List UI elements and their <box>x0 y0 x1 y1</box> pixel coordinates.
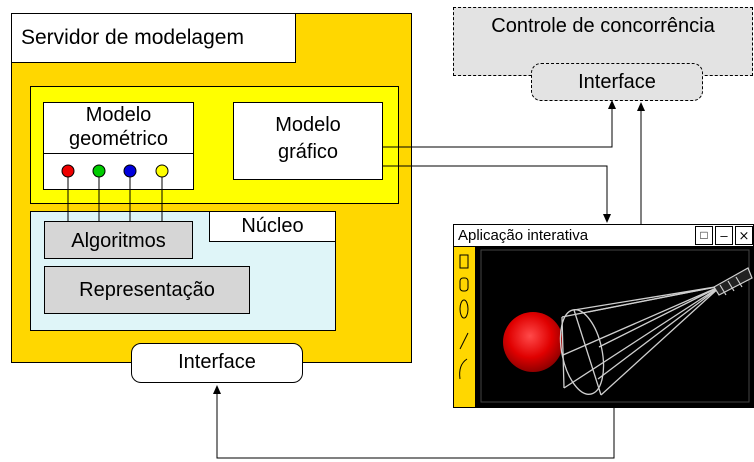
concurrency-control-title: Controle de concorrência <box>491 15 715 37</box>
modeling-server-title-box: Servidor de modelagem <box>11 13 296 63</box>
viewport-render[interactable] <box>476 247 753 407</box>
curve-tool-icon[interactable] <box>459 358 468 380</box>
maximize-button[interactable]: □ <box>695 226 713 245</box>
algorithms-box: Algoritmos <box>44 221 193 259</box>
minimize-button[interactable]: – <box>715 226 733 245</box>
wireframe-cone <box>559 285 722 396</box>
interactive-app-window: Aplicação interativa □ – ⨯ <box>453 224 754 408</box>
modeling-server-title: Servidor de modelagem <box>21 26 244 49</box>
port-dot <box>155 164 169 178</box>
graphic-to-app-arrow <box>383 165 611 223</box>
app-toolbar <box>454 247 476 407</box>
geometric-model-divider <box>44 153 193 154</box>
port-dot <box>61 164 75 178</box>
line-tool-icon[interactable] <box>459 332 469 350</box>
port-dot <box>92 164 106 178</box>
representation-box: Representação <box>44 266 250 314</box>
core-title: Núcleo <box>241 215 304 237</box>
rounded-rect-tool-icon[interactable] <box>459 277 469 292</box>
concurrency-interface-box: Interface <box>531 63 703 101</box>
geometric-model-label-line1: Modelo <box>85 104 152 126</box>
graphic-to-concurrency-arrow <box>383 100 616 148</box>
geometric-model-label-line2: geométrico <box>69 128 168 150</box>
port-dot <box>123 164 137 178</box>
ellipse-tool-icon[interactable] <box>459 299 469 319</box>
model-ports <box>61 164 169 221</box>
core-title-box: Núcleo <box>209 211 336 242</box>
app-window-titlebar: Aplicação interativa □ – ⨯ <box>454 225 753 247</box>
server-interface-label: Interface <box>178 351 256 373</box>
toolbar-icons <box>459 254 469 380</box>
viewport-frame <box>476 247 753 407</box>
graphic-model-box: Modelo gráfico <box>233 102 383 180</box>
red-sphere <box>503 312 563 372</box>
concurrency-interface-label: Interface <box>578 71 656 93</box>
algorithms-label: Algoritmos <box>71 230 166 252</box>
app-to-server-interface-arrow <box>213 385 615 459</box>
representation-label: Representação <box>79 279 215 301</box>
server-interface-box: Interface <box>131 343 303 383</box>
close-button[interactable]: ⨯ <box>735 226 753 245</box>
camera-icon <box>713 267 753 296</box>
graphic-model-label-line1: Modelo <box>275 114 341 136</box>
graphic-model-label-line2: gráfico <box>277 141 339 163</box>
rectangle-tool-icon[interactable] <box>459 254 469 269</box>
app-window-title: Aplicação interativa <box>458 227 589 244</box>
